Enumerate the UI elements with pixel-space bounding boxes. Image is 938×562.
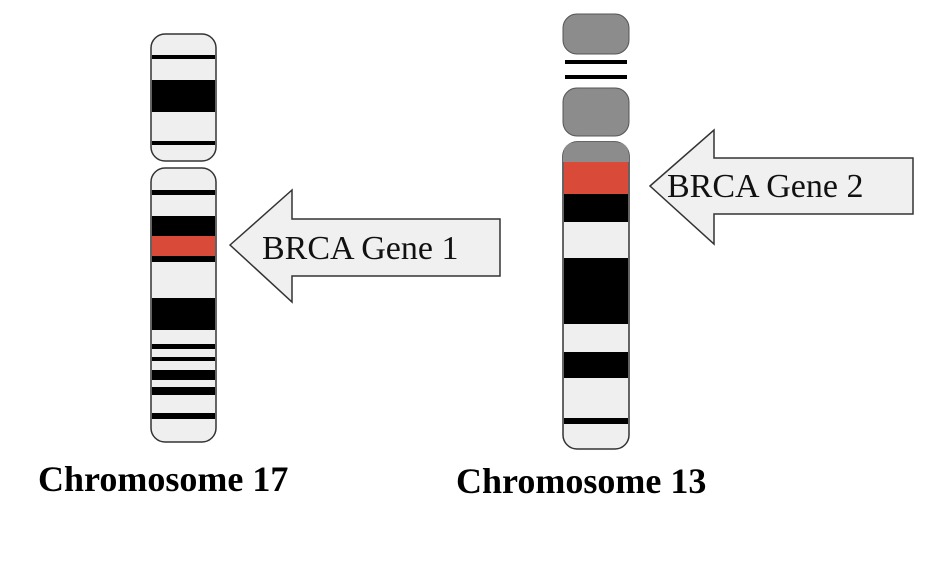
chromosome-13-title: Chromosome 13 xyxy=(456,461,706,501)
chromosome-13-band xyxy=(564,352,628,378)
chromosome-17-p-arm xyxy=(150,33,217,162)
brca2-gene-band xyxy=(564,162,628,194)
chromosome-17-title: Chromosome 17 xyxy=(38,459,288,499)
chromosome-13-band xyxy=(564,194,628,222)
chromosome-17-band xyxy=(152,370,215,380)
chromosome-17-band xyxy=(152,141,215,145)
chromosome-17-band xyxy=(152,387,215,395)
chromosome-17-band xyxy=(152,298,215,330)
chromosome-13-band xyxy=(564,418,628,424)
chromosome-13-p-arm-body xyxy=(562,87,630,137)
chromosome-17-band xyxy=(152,80,215,112)
chromosome-13-stalk-band xyxy=(565,60,627,64)
chromosome-17-band xyxy=(152,256,215,262)
brca2-arrow-shape xyxy=(648,128,914,246)
brca1-arrow: BRCA Gene 1 xyxy=(228,188,501,304)
chromosome-17-band xyxy=(152,413,215,419)
brca1-gene-band xyxy=(152,236,215,256)
chromosome-13-satellite xyxy=(562,13,630,55)
chromosome-17-band xyxy=(152,344,215,349)
chromosome-17 xyxy=(150,33,217,443)
chromosome-13-p-arm xyxy=(562,13,630,137)
chromosome-17-band xyxy=(152,216,215,236)
chromosome-17-band xyxy=(152,357,215,361)
brca2-gene-label: BRCA Gene 2 xyxy=(667,168,863,205)
chromosome-17-q-arm xyxy=(150,167,217,443)
chromosome-13-centromere-cap xyxy=(563,142,629,162)
chromosome-17-band xyxy=(152,55,215,59)
chromosome-13-q-arm xyxy=(562,141,630,450)
chromosome-17-band xyxy=(152,190,215,195)
brca1-arrow-shape xyxy=(228,188,501,304)
chromosome-13 xyxy=(562,13,630,450)
brca1-gene-label: BRCA Gene 1 xyxy=(262,230,458,267)
brca2-arrow: BRCA Gene 2 xyxy=(648,128,914,246)
chromosome-13-band xyxy=(564,258,628,324)
chromosome-13-stalk-band xyxy=(565,75,627,79)
